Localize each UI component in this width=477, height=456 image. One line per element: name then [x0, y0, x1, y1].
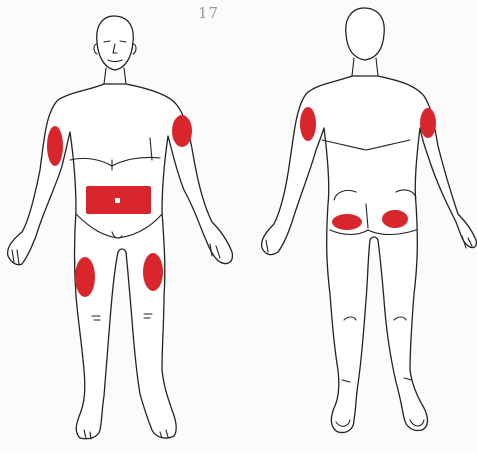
- front-right-upper-arm-site: [47, 126, 63, 166]
- back-right-upper-arm-site: [300, 107, 316, 141]
- back-body-figure: [262, 8, 477, 433]
- back-left-buttock-site: [382, 210, 408, 228]
- back-body-outline: [262, 76, 477, 433]
- front-abdomen-center-dot: [115, 198, 120, 203]
- back-right-buttock-site: [332, 214, 362, 230]
- front-left-thigh-site: [143, 253, 163, 291]
- front-body-outline: [8, 84, 233, 439]
- front-right-thigh-site: [75, 257, 95, 297]
- page-number-note: 17: [198, 4, 219, 22]
- back-head: [346, 8, 385, 60]
- front-left-upper-arm-site: [172, 115, 192, 147]
- back-left-upper-arm-site: [420, 108, 436, 138]
- front-body-figure: [8, 16, 233, 439]
